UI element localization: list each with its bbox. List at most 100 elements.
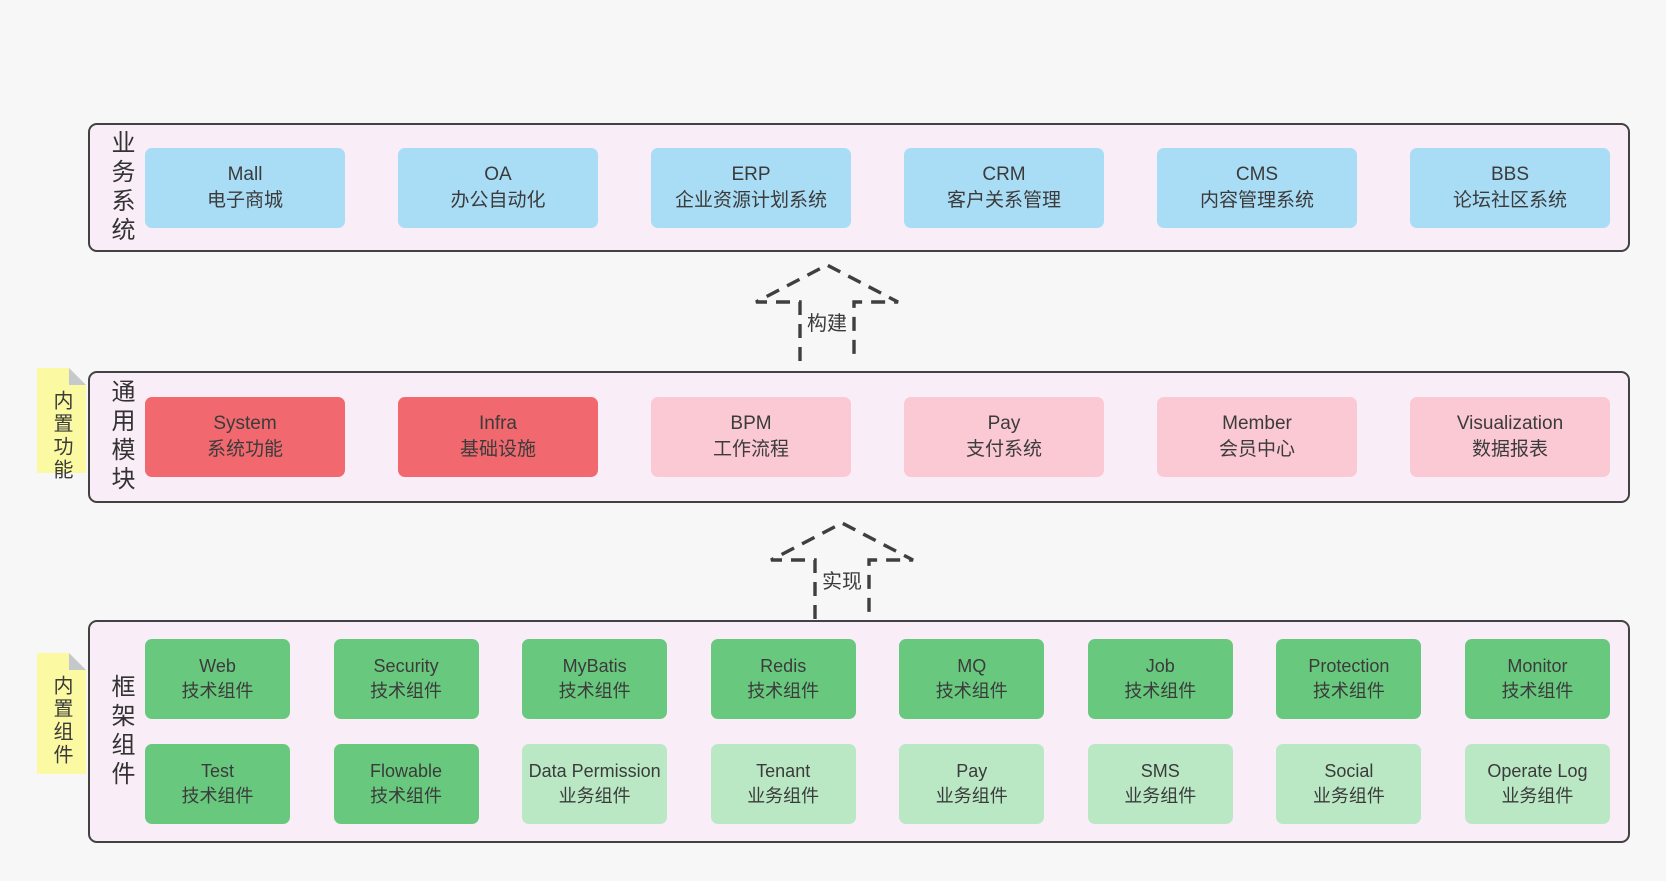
box-subtitle: 技术组件	[370, 681, 443, 701]
layer-business-label: 业务系统	[107, 129, 134, 246]
box-title: Data Permission	[528, 761, 661, 781]
box-subtitle: 技术组件	[935, 681, 1008, 701]
box-bbs: BBS 论坛社区系统	[1410, 147, 1610, 228]
box-system: System 系统功能	[145, 397, 345, 477]
box-title: OA	[484, 163, 512, 185]
box-title: Social	[1324, 761, 1374, 781]
box-member: Member 会员中心	[1157, 397, 1357, 477]
box-title: Member	[1222, 413, 1292, 434]
box-title: Visualization	[1456, 413, 1564, 434]
box-web: Web 技术组件	[145, 639, 290, 719]
box-subtitle: 技术组件	[1124, 681, 1197, 701]
box-title: Web	[199, 656, 236, 676]
sticky-note-builtin-components: 内置组件	[37, 653, 86, 774]
box-subtitle: 数据报表	[1471, 439, 1548, 460]
box-subtitle: 业务组件	[558, 786, 631, 806]
box-monitor: Monitor 技术组件	[1464, 639, 1610, 719]
arrow-implement-label: 实现	[818, 564, 866, 595]
box-bpm: BPM 工作流程	[651, 397, 851, 477]
box-title: Redis	[760, 656, 807, 676]
box-security: Security 技术组件	[333, 639, 479, 719]
box-subtitle: 技术组件	[747, 681, 820, 701]
sticky-note-text: 内置功能	[50, 390, 72, 482]
box-subtitle: 技术组件	[181, 681, 254, 701]
box-title: Infra	[478, 413, 518, 434]
box-sms: SMS 业务组件	[1087, 744, 1233, 824]
box-operate-log: Operate Log 业务组件	[1464, 744, 1610, 824]
box-subtitle: 业务组件	[747, 786, 820, 806]
box-title: Protection	[1308, 656, 1390, 676]
box-title: MyBatis	[562, 656, 627, 676]
box-title: Pay	[987, 413, 1021, 434]
box-subtitle: 内容管理系统	[1199, 189, 1314, 211]
box-title: CMS	[1235, 163, 1279, 185]
box-subtitle: 业务组件	[1312, 786, 1385, 806]
box-subtitle: 会员中心	[1218, 439, 1295, 460]
box-subtitle: 办公自动化	[450, 189, 546, 211]
box-title: Monitor	[1507, 656, 1568, 676]
layer-components-label: 框架组件	[107, 673, 134, 790]
box-subtitle: 系统功能	[206, 439, 283, 460]
business-box-row: Mall 电子商城 OA 办公自动化 ERP 企业资源计划系统 CRM 客户关系管理 CMS 内容…	[145, 147, 1610, 228]
box-data-permission: Data Permission 业务组件	[522, 744, 668, 824]
box-title: Flowable	[370, 761, 443, 781]
box-subtitle: 电子商城	[206, 189, 283, 211]
box-cms: CMS 内容管理系统	[1157, 147, 1357, 228]
box-subtitle: 技术组件	[181, 786, 254, 806]
box-infra: Infra 基础设施	[398, 397, 598, 477]
box-title: Job	[1145, 656, 1175, 676]
box-social: Social 业务组件	[1276, 744, 1422, 824]
arrow-build-label: 构建	[803, 306, 851, 337]
box-title: MQ	[957, 656, 987, 676]
box-pay: Pay 业务组件	[899, 744, 1045, 824]
box-subtitle: 工作流程	[712, 439, 789, 460]
box-subtitle: 技术组件	[1501, 681, 1574, 701]
box-title: Mall	[227, 163, 263, 185]
box-title: SMS	[1140, 761, 1180, 781]
sticky-note-text: 内置组件	[50, 675, 72, 767]
box-subtitle: 基础设施	[459, 439, 536, 460]
box-job: Job 技术组件	[1087, 639, 1233, 719]
layer-business-systems: 业务系统 Mall 电子商城 OA 办公自动化 ERP 企业资源计划系统 CRM 客户关系管理…	[88, 123, 1630, 252]
box-protection: Protection 技术组件	[1276, 639, 1422, 719]
box-title: System	[213, 413, 277, 434]
box-title: Security	[373, 656, 439, 676]
arrow-build: 构建	[752, 262, 902, 362]
box-subtitle: 技术组件	[1312, 681, 1385, 701]
box-subtitle: 客户关系管理	[946, 189, 1061, 211]
box-oa: OA 办公自动化	[398, 147, 598, 228]
box-redis: Redis 技术组件	[710, 639, 856, 719]
box-subtitle: 业务组件	[1501, 786, 1574, 806]
box-title: ERP	[731, 163, 771, 185]
box-subtitle: 技术组件	[558, 681, 631, 701]
arrow-implement: 实现	[767, 520, 917, 620]
box-subtitle: 论坛社区系统	[1452, 189, 1567, 211]
box-visualization: Visualization 数据报表	[1410, 397, 1610, 477]
components-box-row-2: Test 技术组件 Flowable 技术组件 Data Permission 业务组件 T…	[145, 744, 1610, 824]
up-block-arrow-icon	[755, 263, 899, 361]
box-subtitle: 业务组件	[935, 786, 1008, 806]
box-title: BPM	[730, 413, 772, 434]
box-test: Test 技术组件	[145, 744, 290, 824]
box-title: CRM	[982, 163, 1026, 185]
sticky-note-builtin-functions: 内置功能	[37, 368, 86, 482]
box-erp: ERP 企业资源计划系统	[651, 147, 851, 228]
box-subtitle: 企业资源计划系统	[674, 189, 827, 211]
box-title: Operate Log	[1487, 761, 1588, 781]
layer-modules-label: 通用模块	[107, 379, 134, 495]
box-title: BBS	[1490, 163, 1530, 185]
box-mybatis: MyBatis 技术组件	[522, 639, 668, 719]
box-mall: Mall 电子商城	[145, 147, 345, 228]
box-title: Tenant	[756, 761, 811, 781]
box-title: Pay	[956, 761, 988, 781]
box-subtitle: 业务组件	[1124, 786, 1197, 806]
box-title: Test	[200, 761, 234, 781]
box-subtitle: 技术组件	[370, 786, 443, 806]
